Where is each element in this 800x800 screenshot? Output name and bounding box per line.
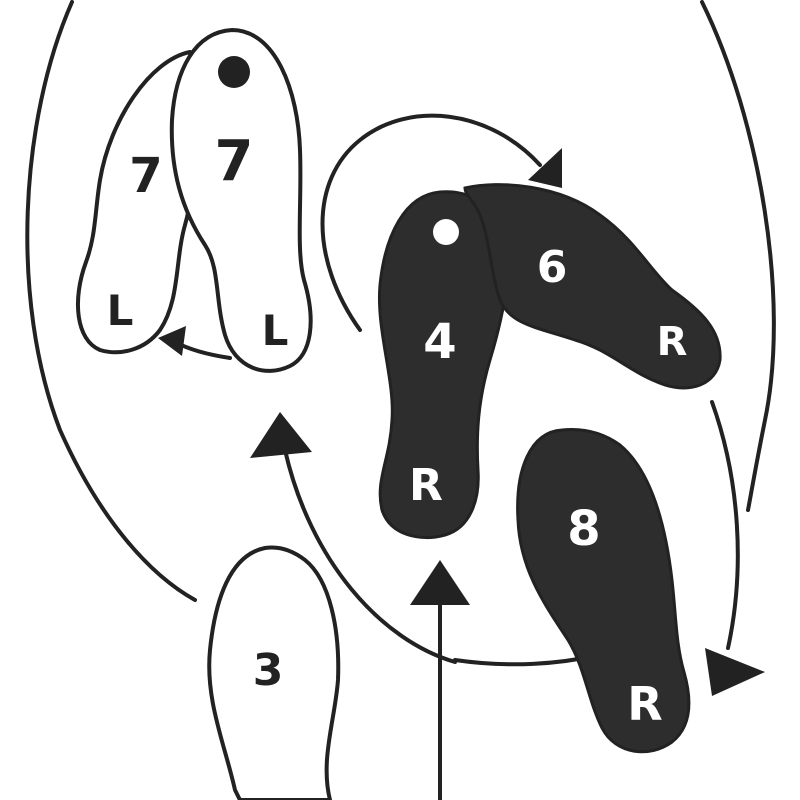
- three-to-seven-arrowhead: [250, 412, 312, 458]
- three-to-seven-line: [283, 448, 457, 664]
- footprint-left-7-heel-number: 7: [215, 129, 254, 194]
- footprint-6: [463, 183, 722, 390]
- footprint-right-8: [516, 428, 691, 754]
- outer-path-line: [25, 0, 197, 602]
- footprint-3-number: 3: [253, 645, 284, 696]
- arc-to-six-line: [320, 113, 542, 332]
- right-outer-path-line: [700, 0, 776, 512]
- footprint-right-8-number: 8: [567, 501, 600, 557]
- seven-shift-arrowhead: [158, 326, 186, 356]
- footprint-left-7-toe-side: L: [107, 286, 134, 335]
- footprint-6-side: R: [657, 319, 688, 365]
- up-to-four-arrowhead: [410, 560, 470, 605]
- footprint-left-7-toe-number: 7: [129, 148, 162, 204]
- footprint-6-number: 6: [537, 242, 568, 293]
- six-to-eight-line: [710, 400, 740, 650]
- footprint-3: [207, 545, 341, 800]
- footprint-left-7-heel-side: L: [262, 306, 289, 355]
- six-to-eight-arrowhead: [705, 648, 765, 696]
- arc-to-six-arrowhead: [528, 148, 562, 188]
- footprint-right-8-side: R: [627, 677, 662, 731]
- dot-marker-left-7: [218, 56, 250, 88]
- footprint-right-4-side: R: [409, 460, 443, 511]
- footprint-left-7-heel: [169, 28, 313, 373]
- dot-marker-right-4: [433, 219, 459, 245]
- footprint-right-4-number: 4: [423, 314, 456, 370]
